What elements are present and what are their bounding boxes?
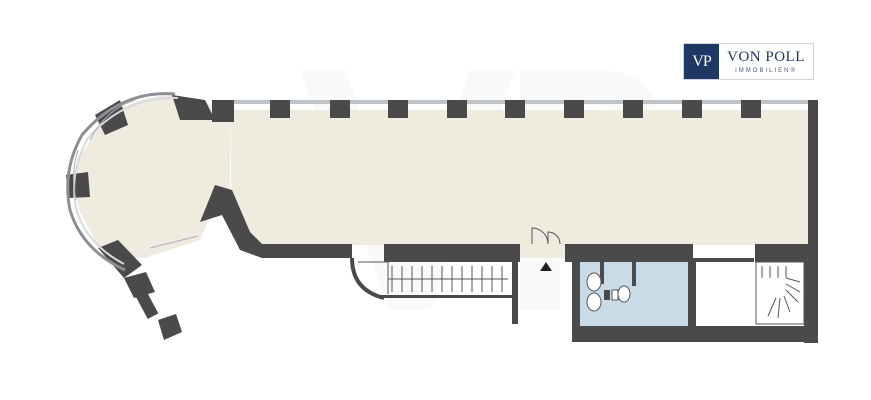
brand-subtitle: IMMOBILIEN® <box>735 67 797 74</box>
floor-areas <box>75 95 808 326</box>
stairwell-left <box>358 261 508 294</box>
entrance-door <box>531 227 561 245</box>
entrance-arrow <box>540 262 552 271</box>
brand-mark: VP <box>684 44 719 79</box>
stairwell-right <box>755 261 805 325</box>
brand-name: VON POLL <box>727 48 805 65</box>
bay-tower-floor <box>75 95 230 258</box>
tower-windows <box>72 99 199 249</box>
brand-logo: VP VON POLL IMMOBILIEN® <box>683 43 814 80</box>
brand-text: VON POLL IMMOBILIEN® <box>719 48 813 74</box>
walls <box>66 92 818 343</box>
bathroom-fixtures <box>586 272 631 312</box>
main-room-floor <box>230 110 808 258</box>
